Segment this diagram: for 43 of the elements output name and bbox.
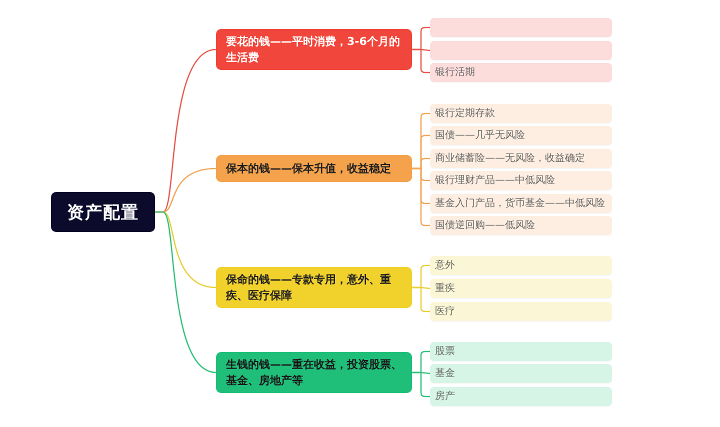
topic-label: 银行理财产品——中低风险 bbox=[435, 174, 555, 186]
central-topic-box bbox=[51, 192, 155, 232]
branch-topic-box bbox=[216, 29, 412, 70]
connector-line bbox=[412, 372, 430, 398]
leaf-topic-box bbox=[430, 194, 612, 213]
leaf-topic-box bbox=[430, 302, 612, 321]
leaf-topic-box bbox=[430, 126, 612, 145]
leaf-topic-box bbox=[430, 256, 612, 275]
topic-label: 保本的钱——保本升值，收益稳定 bbox=[226, 160, 391, 176]
leaf-topic-box bbox=[430, 364, 612, 383]
connector-line bbox=[412, 168, 430, 226]
topic-label: 商业储蓄险——无风险，收益确定 bbox=[435, 152, 585, 164]
branch-topic-box bbox=[216, 267, 412, 308]
topic-label: 重疾 bbox=[435, 282, 455, 294]
leaf-topic-box bbox=[430, 342, 612, 361]
topic-label: 银行活期 bbox=[435, 66, 475, 78]
branch-topic-box bbox=[216, 352, 412, 393]
topic-label: 国债——几乎无风险 bbox=[435, 130, 525, 142]
topic-label: 生钱的钱——重在收益，投资股票、基金、房地产等 bbox=[226, 356, 402, 388]
leaf-topic-box bbox=[430, 279, 612, 298]
leaf-topic-box bbox=[430, 63, 612, 82]
leaf-topic-box bbox=[430, 41, 612, 60]
topic-label: 要花的钱——平时消费，3-6个月的生活费 bbox=[226, 34, 401, 66]
leaf-topic-box bbox=[430, 149, 612, 168]
topic-label: 医疗 bbox=[435, 306, 455, 318]
connector-line bbox=[155, 211, 216, 374]
topic-label: 资产配置 bbox=[67, 202, 139, 224]
topic-label: 基金 bbox=[435, 368, 455, 380]
leaf-topic-box bbox=[430, 18, 612, 37]
leaf-topic-box bbox=[430, 104, 612, 123]
branch-topic-box bbox=[216, 155, 412, 182]
leaf-topic-box bbox=[430, 387, 612, 406]
topic-label: 国债逆回购——低风险 bbox=[435, 220, 535, 232]
connector-line bbox=[412, 286, 430, 312]
topic-label: 保命的钱——专款专用，意外、重疾、医疗保障 bbox=[226, 272, 392, 304]
leaf-topic-box bbox=[430, 171, 612, 190]
topic-label: 股票 bbox=[435, 346, 455, 358]
topic-label: 基金入门产品，货币基金——中低风险 bbox=[435, 198, 605, 210]
topic-label: 意外 bbox=[435, 260, 455, 272]
topic-label: 房产 bbox=[435, 390, 455, 402]
topic-label: 银行定期存款 bbox=[435, 108, 495, 120]
connector-line bbox=[412, 48, 430, 74]
leaf-topic-box bbox=[430, 216, 612, 235]
